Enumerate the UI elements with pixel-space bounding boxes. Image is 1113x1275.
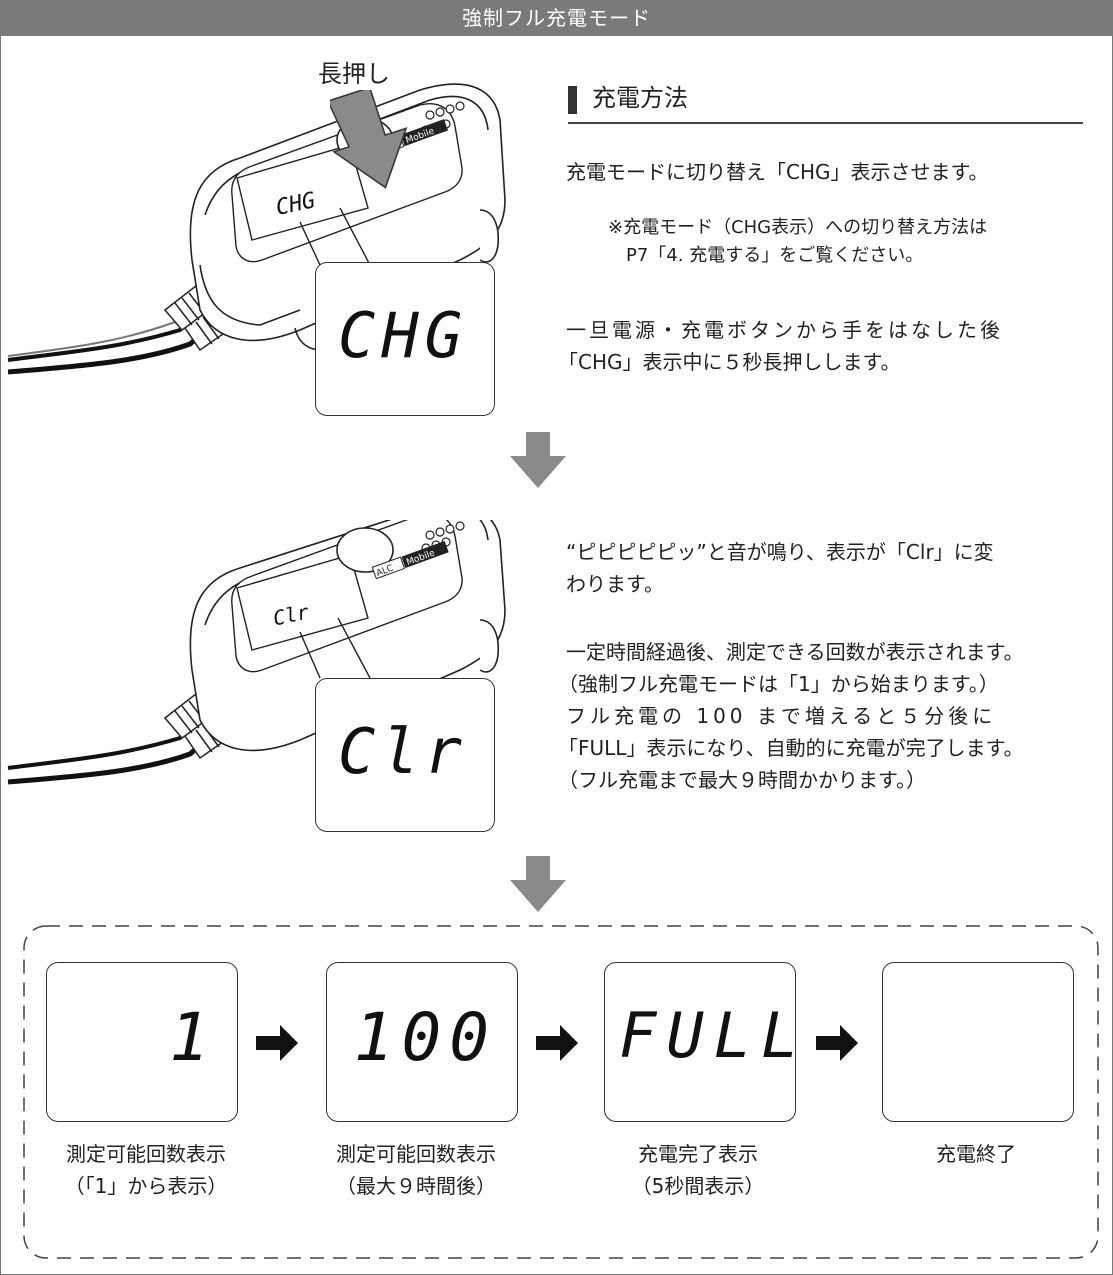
down-arrow-2: [510, 856, 566, 912]
lcd-zoom-2: Clr: [315, 678, 495, 832]
section-title: 充電方法: [592, 84, 688, 112]
device-illustration-2: Clr ALC Mobile: [7, 520, 506, 785]
right-arrow-2-icon: [536, 1025, 578, 1061]
power-charge-button-2: [336, 527, 394, 573]
step2-paragraph-2-line-3: フル充電の 100 まで増えると５分後に: [566, 704, 997, 728]
step1-note-line-2: P7「4. 充電する」をご覧ください。: [626, 245, 924, 266]
sequence-lcd-3-value: FULL: [619, 999, 809, 1072]
lcd-zoom-1: CHG: [315, 262, 495, 416]
section-heading: 充電方法: [568, 78, 1083, 124]
sequence-caption-1-line-2: （「1」から表示）: [64, 1174, 228, 1198]
step2-paragraph-2-line-2: （強制フル充電モードは「1」から始まります。）: [558, 672, 999, 696]
step2-paragraph-2-line-5: （フル充電まで最大９時間かかります。）: [558, 768, 926, 792]
sequence-dashed-border: [23, 925, 1099, 1259]
sequence-lcd-1-value: 1: [169, 999, 215, 1076]
lcd-zoom-2-text: Clr: [338, 715, 468, 788]
sequence-caption-3-line-1: 充電完了表示: [638, 1142, 758, 1166]
sequence-lcd-1: 1: [46, 962, 238, 1122]
sequence-caption-3-line-2: （5秒間表示）: [631, 1174, 765, 1198]
sequence-caption-4-line-1: 充電終了: [936, 1142, 1016, 1166]
down-arrow-1: [510, 432, 566, 488]
step2-paragraph-1-line-1: “ピピピピピッ”と音が鳴り、表示が「Clr」に変: [566, 540, 994, 564]
page-header: 強制フル充電モード: [0, 0, 1113, 36]
step1-paragraph-2-line-1: 一旦電源・充電ボタンから手をはなした後: [566, 318, 1003, 342]
sequence-caption-2-line-2: （最大９時間後）: [336, 1174, 496, 1198]
press-arrow: [330, 90, 408, 189]
sequence-lcd-3: FULL: [604, 962, 798, 1122]
right-arrow-1-icon: [256, 1025, 298, 1061]
sequence-lcd-4: [882, 962, 1074, 1122]
step1-paragraph-1: 充電モードに切り替え「CHG」表示させます。: [566, 160, 989, 184]
sequence-caption-2-line-1: 測定可能回数表示: [336, 1142, 496, 1166]
sequence-lcd-2: 100: [326, 962, 518, 1122]
lcd-zoom-1-text: CHG: [338, 299, 468, 372]
step2-paragraph-2-line-1: 一定時間経過後、測定できる回数が表示されます。: [566, 640, 1024, 664]
step2-paragraph-2-line-4: 「FULL」表示になり、自動的に充電が完了します。: [558, 736, 1024, 760]
heading-bar: [568, 86, 577, 114]
press-label: 長押し: [318, 60, 390, 88]
sequence-lcd-2-value: 100: [353, 999, 497, 1076]
step1-note-line-1: ※充電モード（CHG表示）への切り替え方法は: [608, 217, 988, 238]
right-arrow-3-icon: [816, 1025, 858, 1061]
sequence-caption-1-line-1: 測定可能回数表示: [66, 1142, 226, 1166]
step2-paragraph-1-line-2: わります。: [566, 572, 664, 596]
step1-paragraph-2-line-2: 「CHG」表示中に５秒長押しします。: [558, 350, 901, 374]
